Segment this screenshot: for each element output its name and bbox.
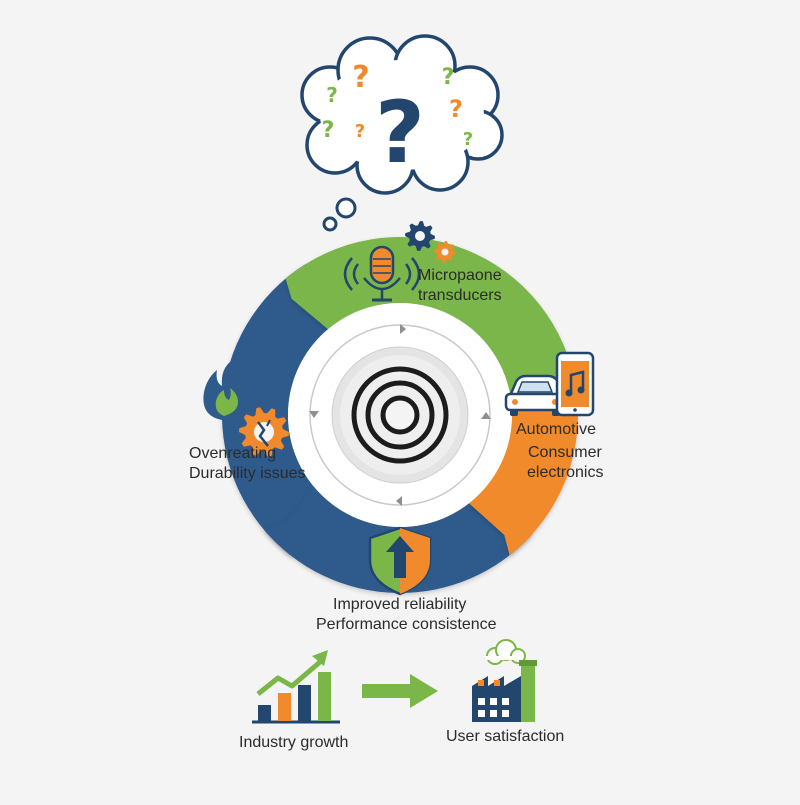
- label-industry-growth: Industry growth: [239, 734, 349, 751]
- car-icon: [504, 374, 566, 416]
- cycle-segment-applications: [468, 379, 578, 556]
- question-cloud-icon: ? ? ? ? ? ? ? ?: [300, 34, 504, 232]
- flow-arrow-left: [309, 411, 319, 418]
- arrow-right-icon: [362, 674, 438, 708]
- flow-arrow-right: [481, 412, 491, 419]
- gear-hole: [415, 231, 425, 241]
- smartphone-music-icon: [555, 351, 595, 417]
- label-improved-reliability: Improved reliability: [333, 596, 467, 613]
- shield-arrow-up-icon: [368, 526, 432, 596]
- label-durability-issues: Durability issues: [189, 465, 306, 482]
- svg-text:?: ?: [449, 95, 463, 123]
- broken-gear-icon: [239, 407, 289, 457]
- label-electronics: electronics: [527, 464, 604, 481]
- microphone-icon: [343, 245, 421, 302]
- label-performance-consistence: Performance consistence: [316, 616, 497, 633]
- cycle-segment-problems: [221, 264, 341, 556]
- svg-text:?: ?: [352, 60, 369, 95]
- cycle-segment-microphone: [285, 237, 577, 400]
- label-automotive: Automotive: [516, 421, 597, 438]
- factory-icon: [472, 639, 537, 722]
- svg-text:?: ?: [326, 83, 338, 107]
- svg-text:?: ?: [355, 121, 365, 142]
- svg-text:?: ?: [463, 129, 473, 150]
- svg-text:?: ?: [375, 83, 425, 183]
- gear-hole: [441, 248, 449, 256]
- target-icon: [331, 346, 469, 484]
- label-overheating: Ovenreating: [189, 445, 277, 462]
- bar-chart-growth-icon: [252, 650, 340, 724]
- svg-text:?: ?: [322, 118, 335, 143]
- gears-icon: [405, 221, 456, 263]
- flow-arrow-bottom: [396, 496, 402, 506]
- label-microphone-line-2: transducers: [418, 287, 502, 304]
- flow-arrow-top: [400, 324, 406, 334]
- label-microphone-line-1: Micropaone: [418, 267, 502, 284]
- flow-arrows: [309, 324, 491, 506]
- svg-text:?: ?: [442, 65, 455, 90]
- label-user-satisfaction: User satisfaction: [446, 728, 565, 745]
- flame-icon: [203, 358, 249, 420]
- label-consumer: Consumer: [528, 444, 602, 461]
